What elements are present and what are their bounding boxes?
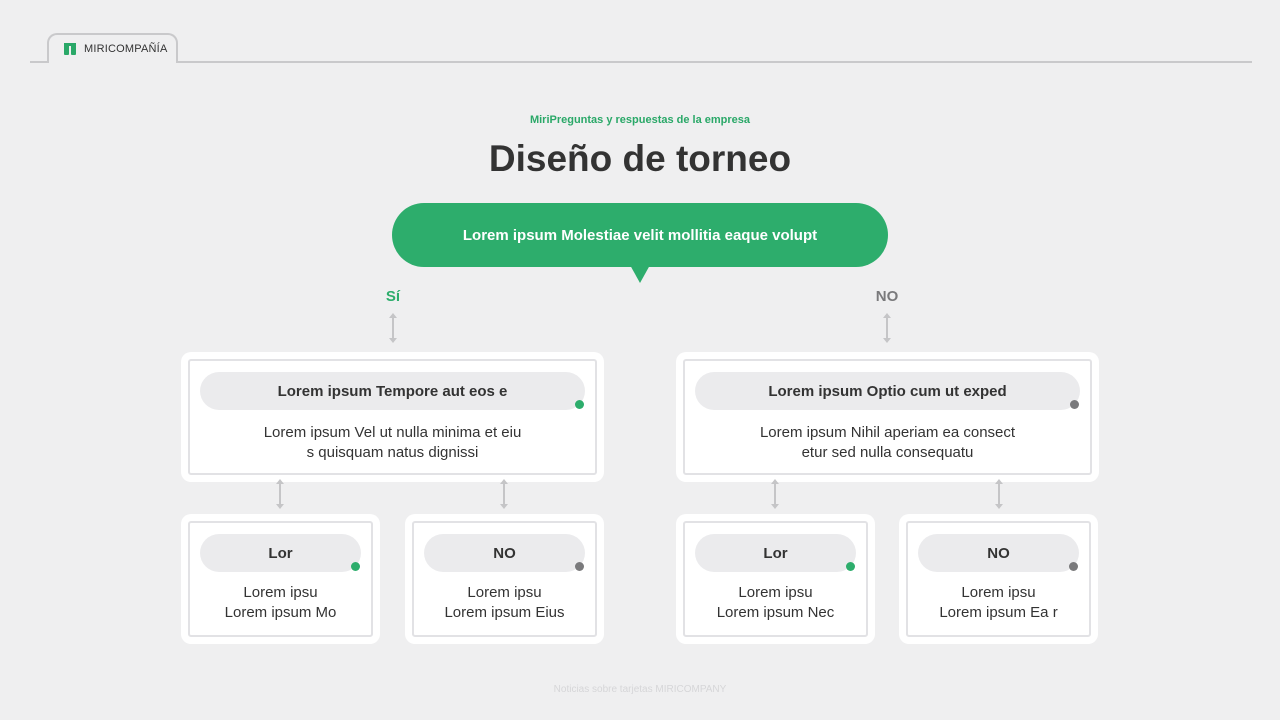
- sub-card-left-yes: Lor Lorem ipsu Lorem ipsum Mo: [181, 514, 380, 644]
- card-body-line: Lorem ipsum Eius: [444, 604, 565, 621]
- footer-text: Noticias sobre tarjetas MIRICOMPANY: [553, 684, 727, 695]
- card-body-line: etur sed nulla consequatu: [801, 444, 974, 461]
- status-dot-gray: [1069, 562, 1078, 571]
- card-title: Lorem ipsum Optio cum ut exped: [768, 382, 1007, 400]
- card-body-line: Lorem ipsu: [738, 584, 813, 601]
- card-title: NO: [987, 544, 1010, 562]
- sub-card-right-yes: Lor Lorem ipsu Lorem ipsum Nec: [676, 514, 875, 644]
- card-body-line: Lorem ipsum Ea r: [939, 604, 1058, 621]
- card-body-line: Lorem ipsu: [467, 584, 542, 601]
- question-bubble: Lorem ipsum Molestiae velit mollitia eaq…: [392, 203, 888, 267]
- card-title: Lor: [763, 544, 788, 562]
- arrow-right-yes: [770, 479, 780, 509]
- card-body-line: Lorem ipsum Nihil aperiam ea consect: [759, 424, 1016, 441]
- status-dot-gray: [1070, 400, 1079, 409]
- card-title-pill: Lorem ipsum Tempore aut eos e: [200, 372, 585, 410]
- card-body-line: Lorem ipsu: [243, 584, 318, 601]
- card-body-line: Lorem ipsum Vel ut nulla minima et eiu: [263, 424, 522, 441]
- brand-name: MIRICOMPAÑÍA: [84, 43, 168, 55]
- arrow-right-no: [994, 479, 1004, 509]
- arrow-left-yes: [275, 479, 285, 509]
- branch-yes-label: Sí: [385, 288, 401, 305]
- answer-card-yes: Lorem ipsum Tempore aut eos e Lorem ipsu…: [181, 352, 604, 482]
- status-dot-green: [351, 562, 360, 571]
- arrow-no: [882, 313, 892, 343]
- page-title: Diseño de torneo: [488, 138, 792, 179]
- answer-card-no: Lorem ipsum Optio cum ut exped Lorem ips…: [676, 352, 1099, 482]
- card-body-line: Lorem ipsum Mo: [224, 604, 337, 621]
- question-pointer: [630, 265, 650, 283]
- card-body: Lorem ipsu Lorem ipsum Nec: [691, 583, 860, 623]
- card-title-pill: NO: [918, 534, 1079, 572]
- card-body-line: Lorem ipsum Nec: [716, 604, 835, 621]
- sub-card-right-no: NO Lorem ipsu Lorem ipsum Ea r: [899, 514, 1098, 644]
- card-title: Lor: [268, 544, 293, 562]
- card-title-pill: Lor: [200, 534, 361, 572]
- question-text: Lorem ipsum Molestiae velit mollitia eaq…: [462, 226, 818, 244]
- card-title: Lorem ipsum Tempore aut eos e: [277, 382, 508, 400]
- brand-tab: MIRICOMPAÑÍA: [47, 33, 178, 63]
- card-body-line: s quisquam natus dignissi: [306, 444, 479, 461]
- page-subtitle: MiriPreguntas y respuestas de la empresa: [529, 114, 751, 126]
- card-body: Lorem ipsu Lorem ipsum Mo: [196, 583, 365, 623]
- brand-logo-icon: [64, 43, 78, 55]
- status-dot-green: [846, 562, 855, 571]
- card-body: Lorem ipsu Lorem ipsum Eius: [420, 583, 589, 623]
- card-title-pill: Lorem ipsum Optio cum ut exped: [695, 372, 1080, 410]
- card-body-line: Lorem ipsu: [961, 584, 1036, 601]
- branch-no-label: NO: [875, 288, 899, 305]
- arrow-yes: [388, 313, 398, 343]
- status-dot-green: [575, 400, 584, 409]
- card-title-pill: Lor: [695, 534, 856, 572]
- card-body: Lorem ipsu Lorem ipsum Ea r: [914, 583, 1083, 623]
- arrow-left-no: [499, 479, 509, 509]
- header-divider: [30, 61, 1252, 63]
- status-dot-gray: [575, 562, 584, 571]
- card-title-pill: NO: [424, 534, 585, 572]
- card-body: Lorem ipsum Nihil aperiam ea consect etu…: [691, 423, 1084, 463]
- sub-card-left-no: NO Lorem ipsu Lorem ipsum Eius: [405, 514, 604, 644]
- card-body: Lorem ipsum Vel ut nulla minima et eiu s…: [196, 423, 589, 463]
- card-title: NO: [493, 544, 516, 562]
